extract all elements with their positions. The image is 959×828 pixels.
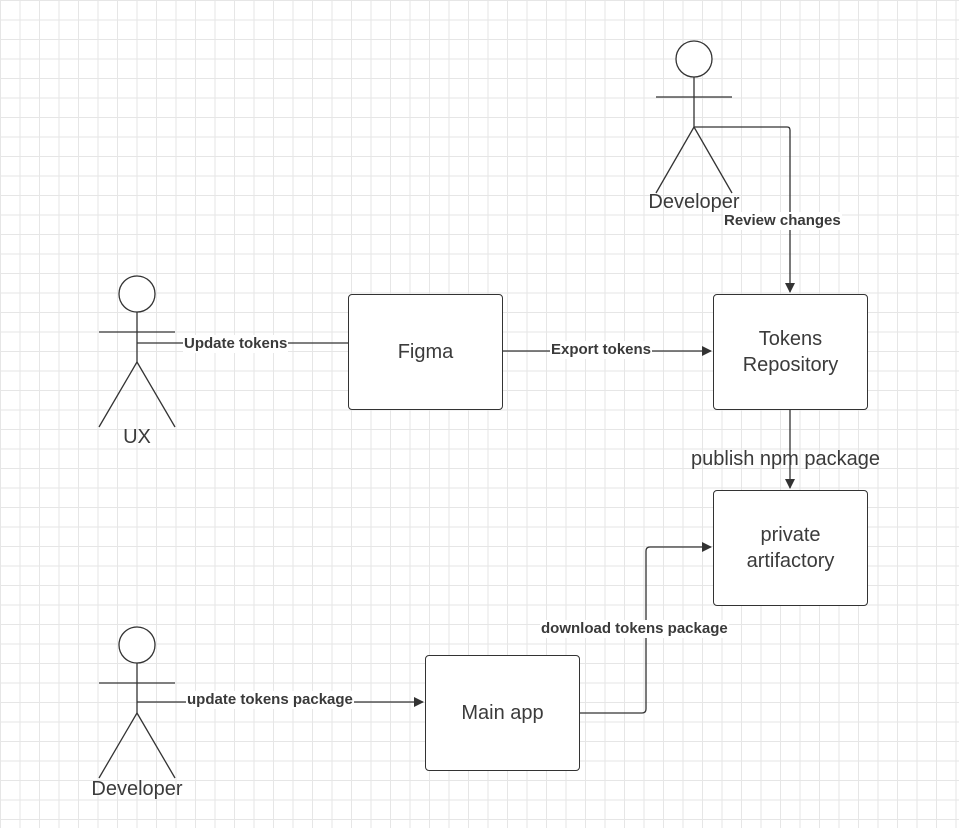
figma-label: Figma <box>397 341 454 363</box>
actor-developer-top <box>655 40 733 194</box>
tokens-repository-label-line1: Tokens <box>758 328 823 350</box>
private-artifactory-box[interactable]: private artifactory <box>713 490 868 606</box>
edge-label-update-tokens-package: update tokens package <box>186 691 354 709</box>
tokens-repository-label-line2: Repository <box>742 354 839 376</box>
edge-review-changes <box>694 126 795 293</box>
edge-label-review-changes: Review changes <box>723 212 842 230</box>
tokens-repository-box[interactable]: Tokens Repository <box>713 294 868 410</box>
edge-label-download-tokens-package: download tokens package <box>540 620 729 638</box>
edge-label-export-tokens: Export tokens <box>550 341 653 359</box>
actor-developer-top-name: Developer <box>648 191 740 213</box>
main-app-label: Main app <box>461 702 544 724</box>
actor-ux <box>98 275 176 428</box>
main-app-box[interactable]: Main app <box>425 655 580 771</box>
edge-label-update-tokens: Update tokens <box>183 335 289 353</box>
private-artifactory-label-line2: artifactory <box>746 550 835 572</box>
actor-developer-bottom <box>98 626 176 779</box>
figma-box[interactable]: Figma <box>348 294 503 410</box>
actor-developer-bottom-name: Developer <box>91 778 183 800</box>
actor-ux-name: UX <box>123 426 151 448</box>
edge-label-publish-npm-package: publish npm package <box>691 448 881 470</box>
private-artifactory-label-line1: private <box>760 524 821 546</box>
